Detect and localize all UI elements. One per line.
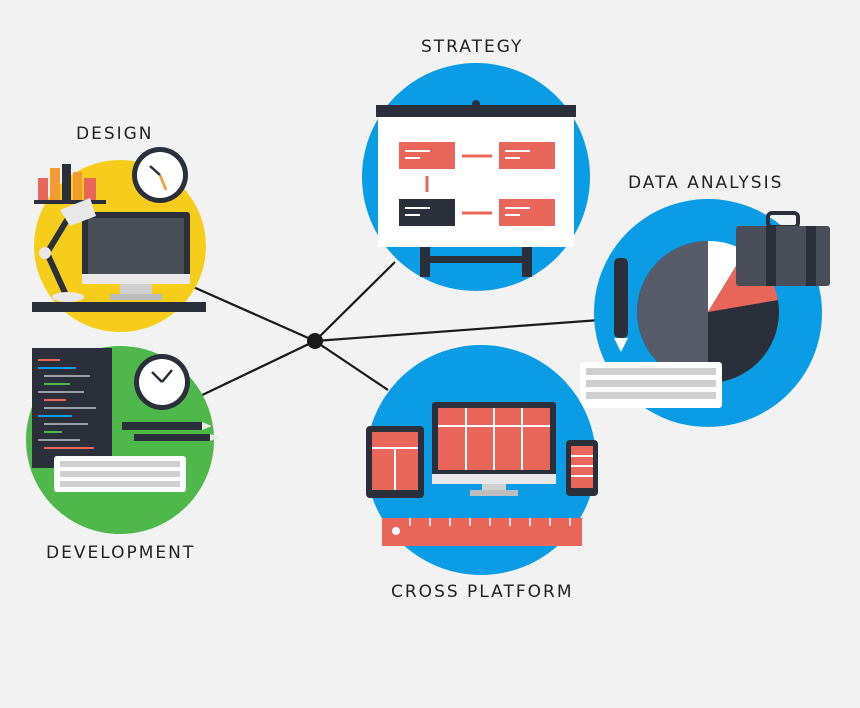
presentation-board-icon	[376, 100, 576, 277]
keyboard-icon	[580, 362, 722, 408]
strategy-node	[362, 63, 590, 291]
pencil-icon	[122, 422, 220, 441]
connector-strategy	[314, 261, 396, 342]
development-label: DEVELOPMENT	[46, 543, 196, 563]
connector-development	[195, 340, 316, 399]
bookshelf-icon	[34, 164, 106, 204]
desktop-monitor-icon	[82, 212, 190, 300]
cross-platform-node	[366, 345, 598, 575]
cross-platform-label: CROSS PLATFORM	[391, 582, 574, 602]
clock-icon	[134, 354, 190, 410]
connector-lines	[181, 261, 601, 399]
clock-icon	[132, 147, 188, 203]
ruler-icon	[382, 518, 582, 546]
smartphone-icon	[566, 440, 598, 496]
connector-data-analysis	[314, 318, 601, 343]
design-node	[32, 147, 206, 332]
tablet-icon	[366, 426, 424, 498]
development-node	[26, 346, 220, 534]
data-analysis-node	[580, 199, 830, 427]
briefcase-icon	[736, 211, 830, 286]
keyboard-icon	[54, 456, 186, 492]
code-editor-icon	[32, 348, 112, 468]
design-label: DESIGN	[76, 124, 154, 144]
connector-cross-platform	[314, 340, 389, 391]
strategy-label: STRATEGY	[421, 37, 524, 57]
data-analysis-label: DATA ANALYSIS	[628, 173, 784, 193]
pen-icon	[614, 258, 628, 352]
hub-node	[307, 333, 323, 349]
desk-shelf	[32, 302, 206, 312]
connector-design	[181, 280, 316, 343]
desk-lamp-icon	[39, 198, 96, 302]
desktop-monitor-icon	[432, 402, 556, 496]
